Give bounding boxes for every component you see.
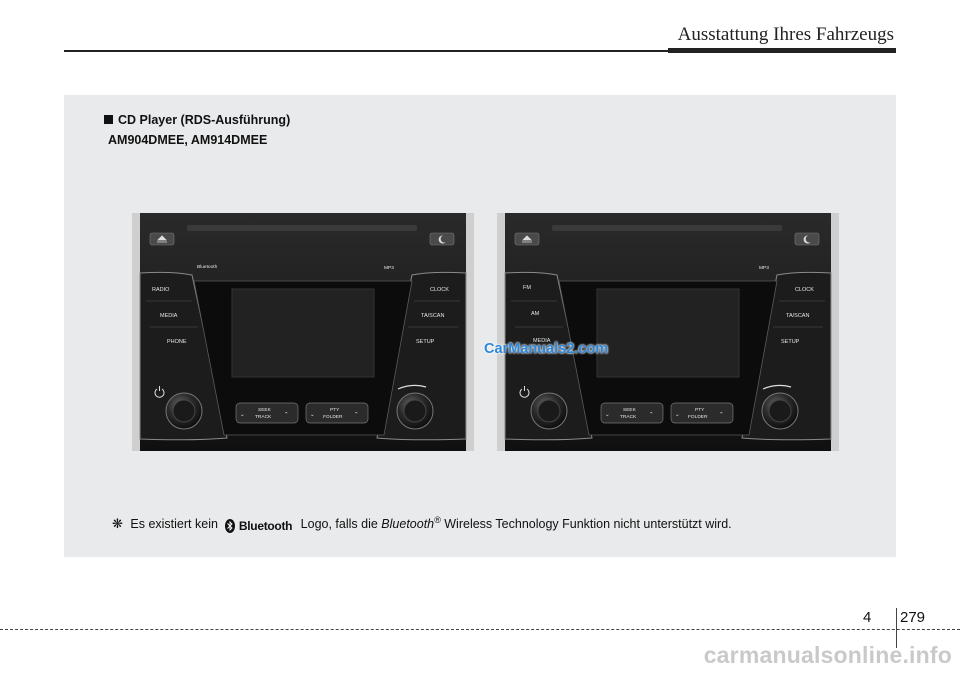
track-label: TRACK <box>255 414 272 420</box>
chapter-number: 4 <box>863 609 872 626</box>
svg-text:⌄: ⌄ <box>310 412 315 418</box>
svg-text:⌄: ⌄ <box>605 412 610 418</box>
ta-scan-button[interactable]: TA/SCAN <box>421 313 444 319</box>
eject-icon <box>522 235 532 243</box>
svg-text:⌃: ⌃ <box>354 411 359 418</box>
content-panel: CD Player (RDS-Ausführung) AM904DMEE, AM… <box>64 95 896 557</box>
bluetooth-logo-word: Bluetooth <box>238 519 293 534</box>
seek-track-button[interactable] <box>600 402 664 424</box>
head-unit-right: MP3 FM AM MEDIA CLOCK TA/SCAN SETUP <box>497 213 839 451</box>
chapter-title: Ausstattung Ihres Fahrzeugs <box>677 24 894 45</box>
square-bullet-icon <box>104 115 113 124</box>
svg-text:⌃: ⌃ <box>284 411 289 418</box>
radio-button[interactable]: RADIO <box>152 287 170 293</box>
watermark-overlay: CarManuals2.com <box>484 341 609 357</box>
clock-button[interactable]: CLOCK <box>795 287 814 293</box>
header-rule <box>64 50 896 52</box>
track-label: TRACK <box>620 414 637 420</box>
section-title: CD Player (RDS-Ausführung) <box>104 113 290 127</box>
pty-label: PTY <box>695 407 705 413</box>
folder-label: FOLDER <box>688 414 708 420</box>
media-button[interactable]: MEDIA <box>160 313 178 319</box>
pty-label: PTY <box>330 407 340 413</box>
clock-button[interactable]: CLOCK <box>430 287 449 293</box>
bluetooth-icon <box>225 519 236 534</box>
bluetooth-logo: Bluetooth <box>225 519 293 534</box>
phone-button[interactable]: PHONE <box>167 339 187 345</box>
header-rule-accent <box>668 48 896 53</box>
power-icon <box>519 386 530 398</box>
night-mode-button[interactable] <box>429 232 455 246</box>
bluetooth-brand-text: Bluetooth <box>197 264 218 270</box>
pty-folder-button[interactable] <box>670 402 734 424</box>
model-codes: AM904DMEE, AM914DMEE <box>108 133 268 147</box>
display-screen <box>231 288 375 378</box>
seek-track-button[interactable] <box>235 402 299 424</box>
svg-text:⌄: ⌄ <box>675 412 680 418</box>
head-unit-left: Bluetooth MP3 RADIO MEDIA PHONE CLOCK TA… <box>132 213 474 451</box>
site-watermark: carmanualsonline.info <box>703 642 952 668</box>
page-number: 279 <box>900 609 926 626</box>
page-separator <box>896 608 897 648</box>
svg-text:⌃: ⌃ <box>719 411 724 418</box>
am-button[interactable]: AM <box>531 311 540 317</box>
footnote-marker: ❋ <box>112 516 123 532</box>
footer-rule <box>0 629 960 630</box>
mp3-badge: MP3 <box>759 265 769 271</box>
note-text-2: Logo, falls die <box>300 517 378 532</box>
registered-mark: ® <box>434 515 441 525</box>
moon-icon <box>438 235 446 244</box>
seek-label: SEEK <box>623 407 637 413</box>
note-italic-word: Bluetooth <box>381 517 435 532</box>
setup-button[interactable]: SETUP <box>416 339 435 345</box>
note-text-3: Wireless Technology Funktion nicht unter… <box>444 517 732 532</box>
media-button[interactable]: MEDIA <box>533 338 551 344</box>
display-screen <box>596 288 740 378</box>
eject-icon <box>157 235 167 243</box>
setup-button[interactable]: SETUP <box>781 339 800 345</box>
power-icon <box>154 386 165 398</box>
mp3-badge: MP3 <box>384 265 394 271</box>
night-mode-button[interactable] <box>794 232 820 246</box>
folder-label: FOLDER <box>323 414 343 420</box>
footnote: ❋ Es existiert kein Bluetooth Logo, fall… <box>112 515 732 534</box>
seek-label: SEEK <box>258 407 272 413</box>
fm-button[interactable]: FM <box>523 285 531 291</box>
note-text-1: Es existiert kein <box>130 517 218 532</box>
moon-icon <box>803 235 811 244</box>
svg-text:⌃: ⌃ <box>649 411 654 418</box>
pty-folder-button[interactable] <box>305 402 369 424</box>
svg-text:⌄: ⌄ <box>240 412 245 418</box>
ta-scan-button[interactable]: TA/SCAN <box>786 313 809 319</box>
